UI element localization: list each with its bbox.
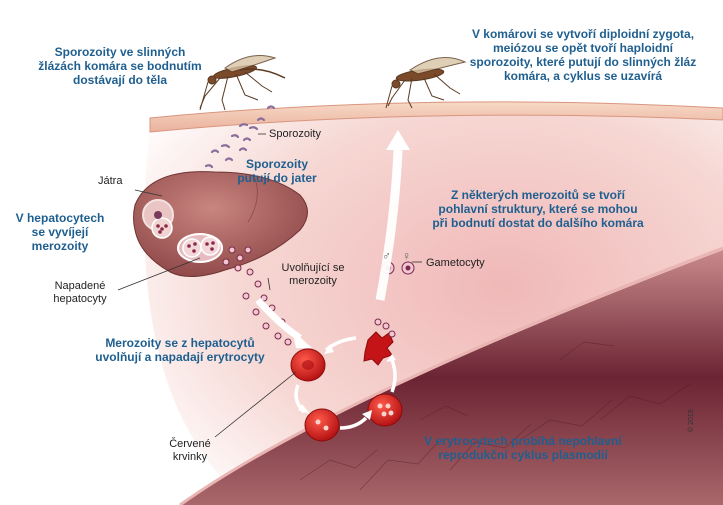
label-releasing-merozoites: Uvolňující se merozoity [281, 262, 345, 287]
arrow-to-mosquito [375, 130, 410, 301]
copyright-credit: © 2015 [688, 409, 695, 432]
male-symbol: ♂ [382, 249, 391, 263]
caption-merozoites-release: Merozoity se z hepatocytů uvolňují a nap… [95, 336, 265, 364]
caption-asexual-cycle: V erytrocytech probíhá nepohlavní reprod… [424, 434, 622, 462]
mosquito-left [199, 55, 286, 111]
caption-to-liver: Sporozoity putují do jater [237, 157, 317, 185]
arrow-to-erythrocytes [255, 297, 312, 348]
skin-surface [149, 101, 723, 133]
caption-sporozoites-entry: Sporozoity ve slinných žlázách komára se… [38, 45, 202, 87]
liver-cell-cluster-upper [142, 199, 174, 239]
caption-gametes: Z některých merozoitů se tvoří pohlavní … [432, 188, 644, 230]
label-gametocytes: Gametocyty [426, 257, 485, 269]
mosquito-right [385, 57, 467, 109]
label-liver: Játra [98, 175, 123, 187]
blood-vessel [180, 250, 723, 505]
label-infected-hepatocytes: Napadené hepatocyty [53, 280, 107, 305]
leader-lines [117, 133, 422, 438]
caption-zygote: V komárovi se vytvoří diploidní zygota, … [469, 27, 697, 83]
vessel-wall [179, 246, 723, 505]
caption-hepatocytes: V hepatocytech se vyvíjejí merozoity [15, 211, 105, 253]
label-sporozoites: Sporozoity [269, 128, 321, 140]
female-symbol: ♀ [402, 249, 411, 263]
infected-hepatocytes-cluster [177, 233, 223, 263]
vessel-texture [299, 341, 691, 491]
erythrocyte-cycle [290, 318, 403, 442]
label-red-blood-cells: Červené krvinky [169, 438, 211, 463]
liver [133, 171, 308, 277]
